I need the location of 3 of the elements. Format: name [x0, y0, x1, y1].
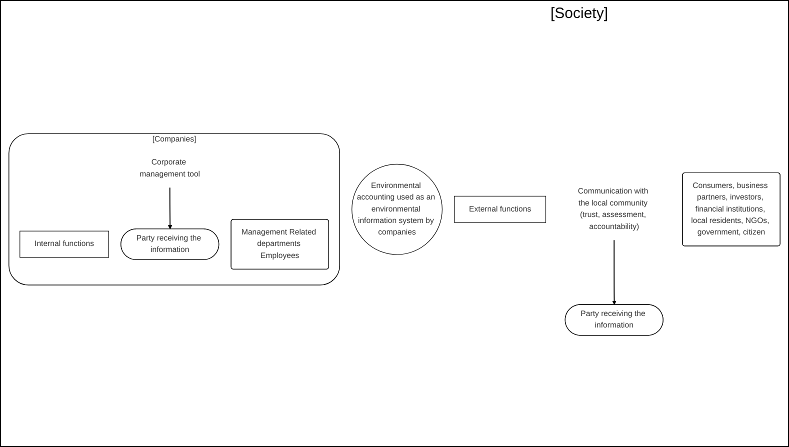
arrow [612, 240, 616, 305]
arrow [168, 187, 172, 230]
section-heading: [Society] [550, 5, 608, 22]
